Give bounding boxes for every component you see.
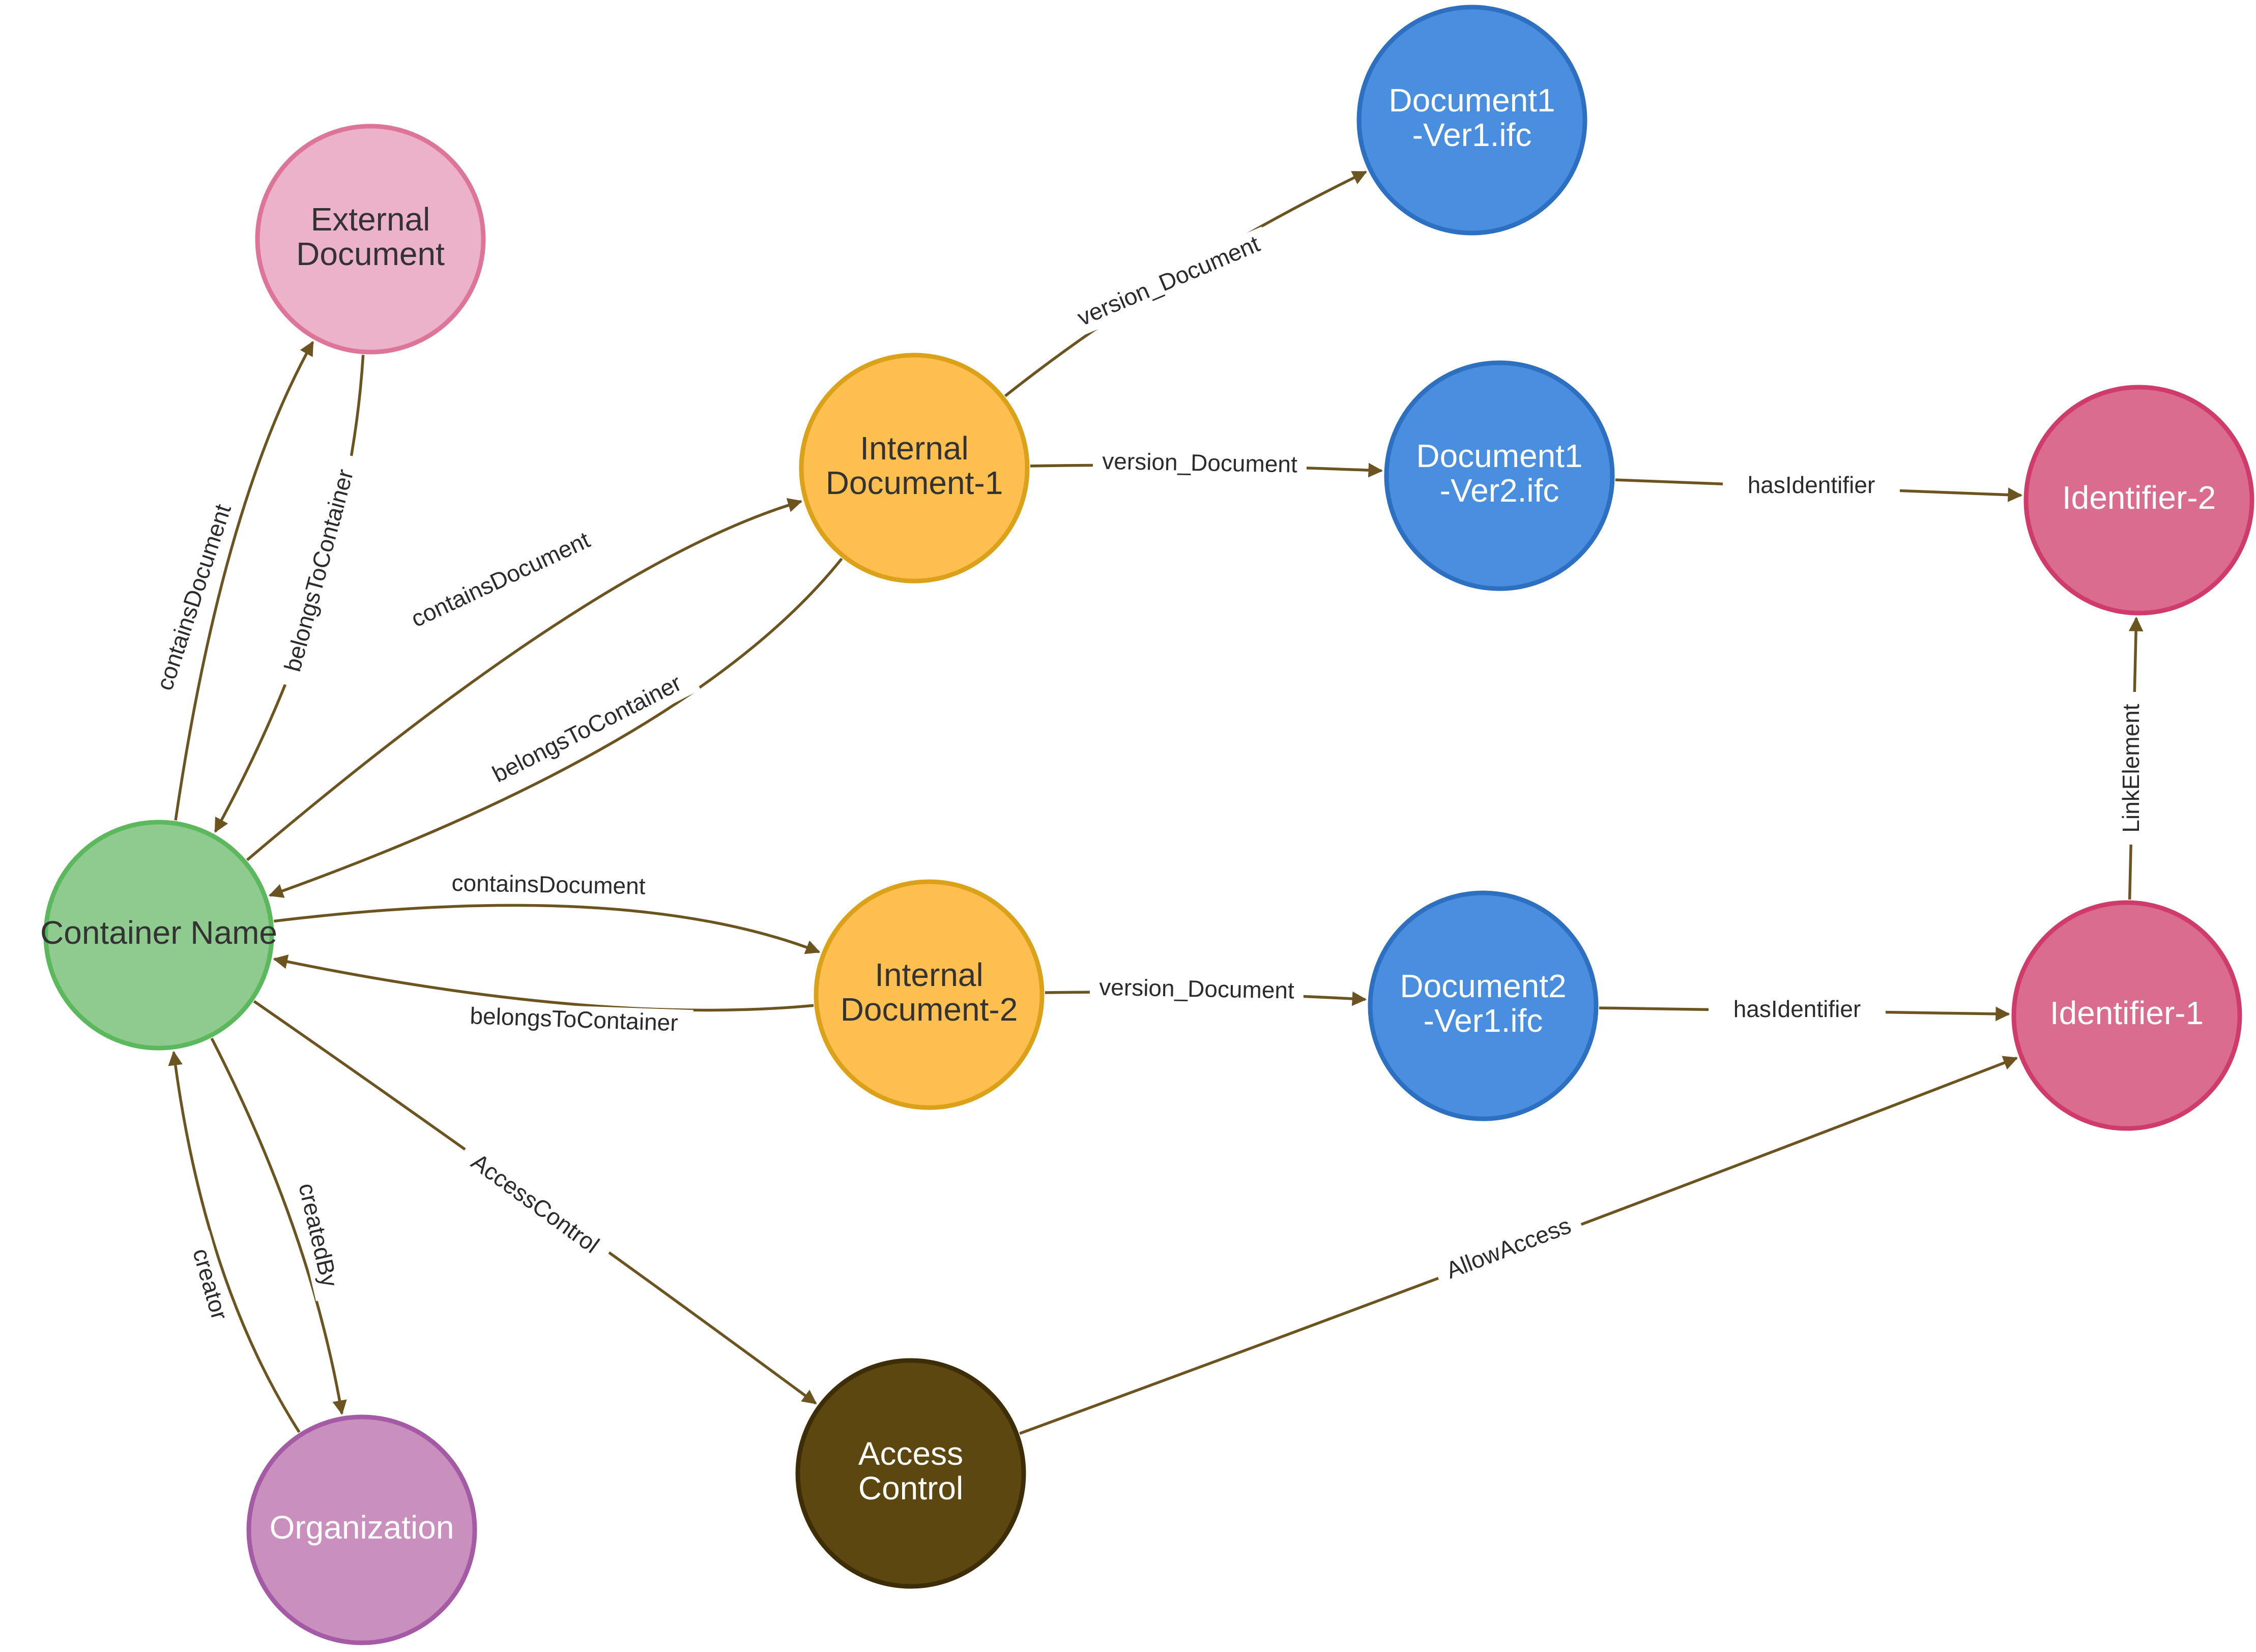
- edge-label-background: [1709, 996, 1886, 1026]
- edge-label-background: [1723, 472, 1900, 502]
- edge-label-background: [180, 1230, 238, 1339]
- edge-label-background: [2118, 692, 2148, 845]
- edge-line: [274, 904, 821, 954]
- edge-label-background: [454, 1001, 693, 1041]
- edge-label-background: [1092, 447, 1307, 482]
- node-label: Document1: [1416, 438, 1582, 474]
- node-id2[interactable]: Identifier-2: [2023, 385, 2254, 616]
- edge-label-background: [275, 452, 366, 690]
- edge-container-to-internal2: containsDocument: [274, 869, 821, 954]
- edge-line: [214, 355, 365, 833]
- edge-container-to-external: containsDocument: [148, 340, 314, 821]
- edge-label-background: [287, 1169, 346, 1301]
- node-access[interactable]: AccessControl: [795, 1358, 1026, 1589]
- edge-label-background: [1432, 1208, 1586, 1291]
- node-label: Document2: [1400, 968, 1566, 1004]
- edge-label-background: [474, 662, 701, 798]
- node-doc1v1[interactable]: Document1-Ver1.ifc: [1356, 5, 1587, 236]
- node-label: -Ver1.ifc: [1424, 1002, 1543, 1039]
- edge-internal1-to-doc1v2: version_Document: [1030, 447, 1383, 482]
- node-label: Identifier-1: [2050, 995, 2204, 1031]
- edge-container-to-access: AccessControl: [253, 1000, 817, 1405]
- edge-label: version_Document: [1099, 974, 1295, 1004]
- edge-internal1-to-doc1v1: version_Document: [1004, 170, 1368, 397]
- edge-label: version_Document: [1102, 448, 1298, 478]
- edge-line: [174, 340, 314, 821]
- node-doc1v2[interactable]: Document1-Ver2.ifc: [1384, 360, 1615, 591]
- edge-label: belongsToContainer: [488, 670, 685, 788]
- node-label: Identifier-2: [2062, 479, 2216, 516]
- edge-container-to-org: createdBy: [210, 1037, 347, 1415]
- node-label: Control: [858, 1470, 963, 1506]
- node-circle[interactable]: [799, 353, 1030, 584]
- edge-line: [273, 954, 814, 1012]
- node-circle[interactable]: [814, 879, 1045, 1110]
- node-circle[interactable]: [43, 820, 274, 1051]
- edges-layer: containsDocument belongsToContainer contai…: [148, 170, 2148, 1435]
- node-label: Internal: [875, 957, 983, 993]
- node-circle[interactable]: [1368, 890, 1599, 1121]
- node-container[interactable]: Container Name: [40, 820, 277, 1051]
- edge-label-background: [1089, 973, 1304, 1008]
- node-circle[interactable]: [2011, 900, 2242, 1131]
- node-circle[interactable]: [246, 1414, 477, 1645]
- edge-label-background: [1064, 226, 1274, 338]
- edge-label: containsDocument: [407, 526, 594, 632]
- edge-internal1-to-container: belongsToContainer: [268, 558, 843, 898]
- node-circle[interactable]: [255, 124, 486, 355]
- edge-external-to-container: belongsToContainer: [214, 355, 366, 833]
- node-label: Document-1: [826, 465, 1003, 501]
- node-label: Internal: [860, 430, 968, 467]
- node-label: External: [311, 201, 430, 238]
- edge-id1-to-id2: LinkElement: [2118, 617, 2148, 900]
- node-label: Organization: [270, 1509, 454, 1546]
- edge-label: version_Document: [1074, 230, 1264, 331]
- node-label: Document1: [1389, 82, 1555, 119]
- edge-doc2v1-to-id1: hasIdentifier: [1599, 996, 2010, 1026]
- edge-line: [246, 498, 803, 861]
- node-label: Document-2: [841, 991, 1018, 1028]
- nodes-layer: Container NameExternalDocumentInternalDo…: [40, 5, 2254, 1645]
- edge-label-background: [441, 869, 656, 904]
- node-doc2v1[interactable]: Document2-Ver1.ifc: [1368, 890, 1599, 1121]
- node-id1[interactable]: Identifier-1: [2011, 900, 2242, 1131]
- node-label: -Ver1.ifc: [1412, 117, 1532, 153]
- edge-label: AccessControl: [467, 1148, 604, 1258]
- edge-label: LinkElement: [2118, 704, 2144, 832]
- edge-label: containsDocument: [451, 870, 646, 900]
- edge-label: hasIdentifier: [1733, 996, 1861, 1022]
- node-circle[interactable]: [795, 1358, 1026, 1589]
- edge-label: hasIdentifier: [1748, 472, 1875, 498]
- edge-line: [210, 1037, 347, 1415]
- edge-label: belongsToContainer: [279, 467, 358, 675]
- node-circle[interactable]: [1356, 5, 1587, 236]
- node-label: Container Name: [40, 914, 277, 951]
- edge-label: containsDocument: [151, 501, 236, 693]
- node-circle[interactable]: [1384, 360, 1615, 591]
- edge-internal2-to-container: belongsToContainer: [273, 954, 814, 1041]
- edge-label-background: [148, 491, 243, 704]
- node-label: -Ver2.ifc: [1440, 472, 1559, 509]
- node-org[interactable]: Organization: [246, 1414, 477, 1645]
- node-circle[interactable]: [2023, 385, 2254, 616]
- node-label: Document: [296, 236, 445, 272]
- node-label: Access: [858, 1435, 963, 1472]
- edge-label-background: [453, 1140, 615, 1269]
- edge-label-background: [397, 522, 605, 640]
- edge-org-to-container: creator: [168, 1051, 301, 1433]
- edge-line: [168, 1051, 301, 1433]
- edge-doc1v2-to-id2: hasIdentifier: [1615, 472, 2023, 502]
- edge-line: [268, 558, 843, 898]
- edge-internal2-to-doc2v1: version_Document: [1045, 973, 1367, 1008]
